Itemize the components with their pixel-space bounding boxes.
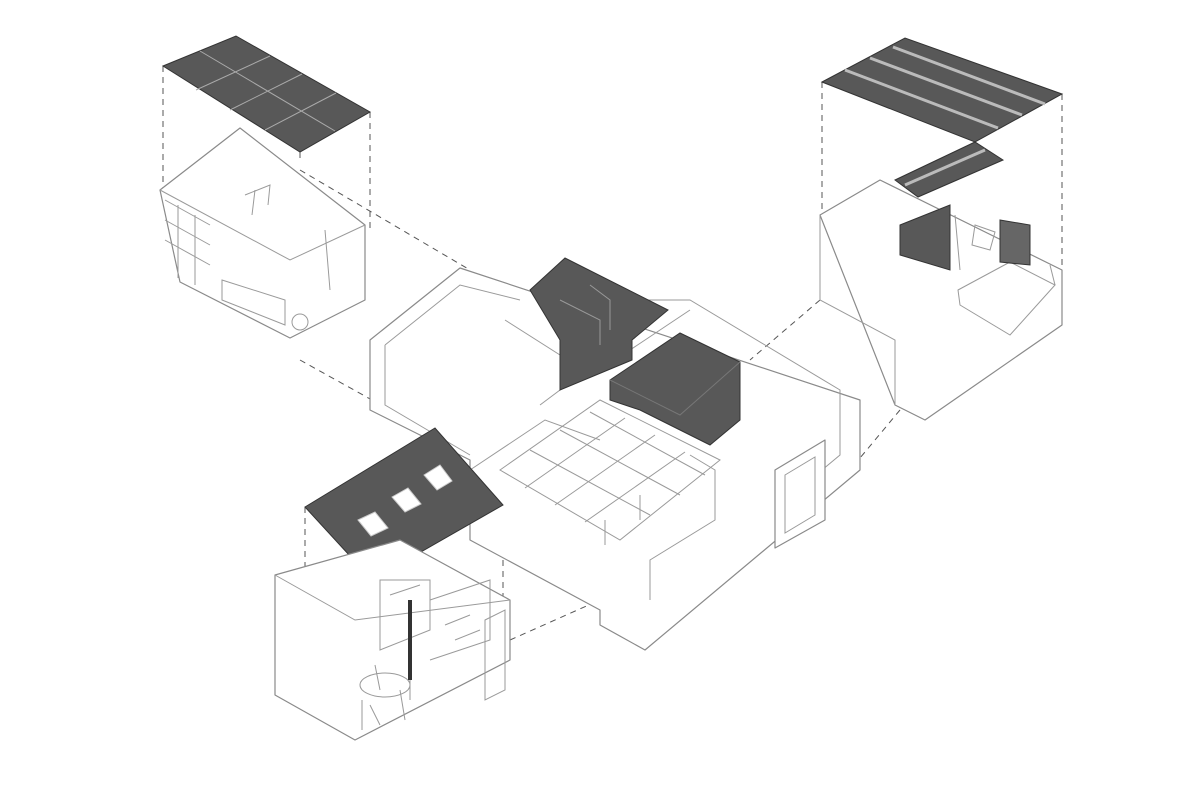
module-bedroom [819, 37, 1064, 421]
dark-volume-bathroom [529, 257, 669, 391]
module-living-office [159, 35, 372, 339]
module-kitchen-dining [274, 427, 511, 741]
roof-panel-striped [820, 37, 1064, 143]
roof-panel-solar [161, 35, 372, 153]
dark-volume-closet [609, 332, 741, 446]
ceiling-beam-grid [499, 399, 721, 545]
